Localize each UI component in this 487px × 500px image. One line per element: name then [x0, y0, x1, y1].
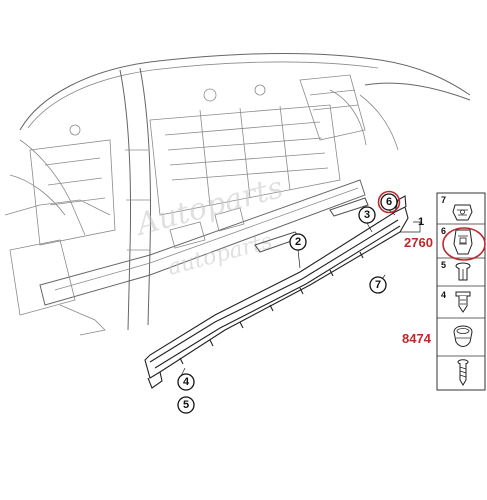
car-body-illustration [4, 53, 471, 336]
callout-3-label: 3 [364, 209, 370, 221]
push-rivet-icon [455, 291, 471, 313]
callout-5-label: 5 [183, 399, 189, 411]
callout-7-label: 7 [375, 279, 381, 291]
callout-7: 7 [369, 276, 387, 294]
legend-row-grommet [453, 325, 473, 347]
u-nut-clip-icon [452, 204, 473, 221]
legend-row-7-label: 7 [441, 195, 446, 205]
callout-6-label: 6 [386, 196, 392, 208]
callout-3: 3 [358, 206, 376, 224]
fastener-legend: 7 6 5 [436, 192, 486, 391]
legend-row-4: 4 [441, 290, 471, 313]
svg-text:autoparts: autoparts [165, 229, 275, 281]
side-sill-cover [144, 195, 409, 389]
callout-4: 4 [177, 373, 195, 391]
retaining-clip-icon [453, 229, 473, 255]
callout-6: 6 [377, 190, 401, 214]
expanding-rivet-icon [455, 262, 471, 281]
legend-row-5-label: 5 [441, 260, 446, 270]
callout-1: 1 [418, 216, 424, 228]
highlight-ring [377, 190, 401, 214]
legend-row-screw [457, 359, 469, 386]
callout-4-label: 4 [183, 376, 190, 388]
highlight-ring [442, 227, 486, 261]
watermark: Autoparts autoparts [130, 170, 287, 281]
screw-icon [457, 359, 469, 386]
callout-1-label: 1 [418, 216, 424, 228]
legend-row-5: 5 [441, 260, 471, 281]
legend-row-6-label: 6 [441, 226, 446, 236]
grommet-icon [453, 325, 473, 347]
red-annotation-2760: 2760 [404, 235, 433, 250]
legend-row-4-label: 4 [441, 290, 446, 300]
legend-row-6: 6 [441, 226, 486, 261]
callout-2: 2 [289, 233, 307, 251]
callout-2-label: 2 [295, 236, 301, 248]
red-annotation-8474: 8474 [402, 331, 432, 346]
legend-row-7: 7 [441, 195, 473, 221]
callout-5: 5 [177, 396, 195, 414]
